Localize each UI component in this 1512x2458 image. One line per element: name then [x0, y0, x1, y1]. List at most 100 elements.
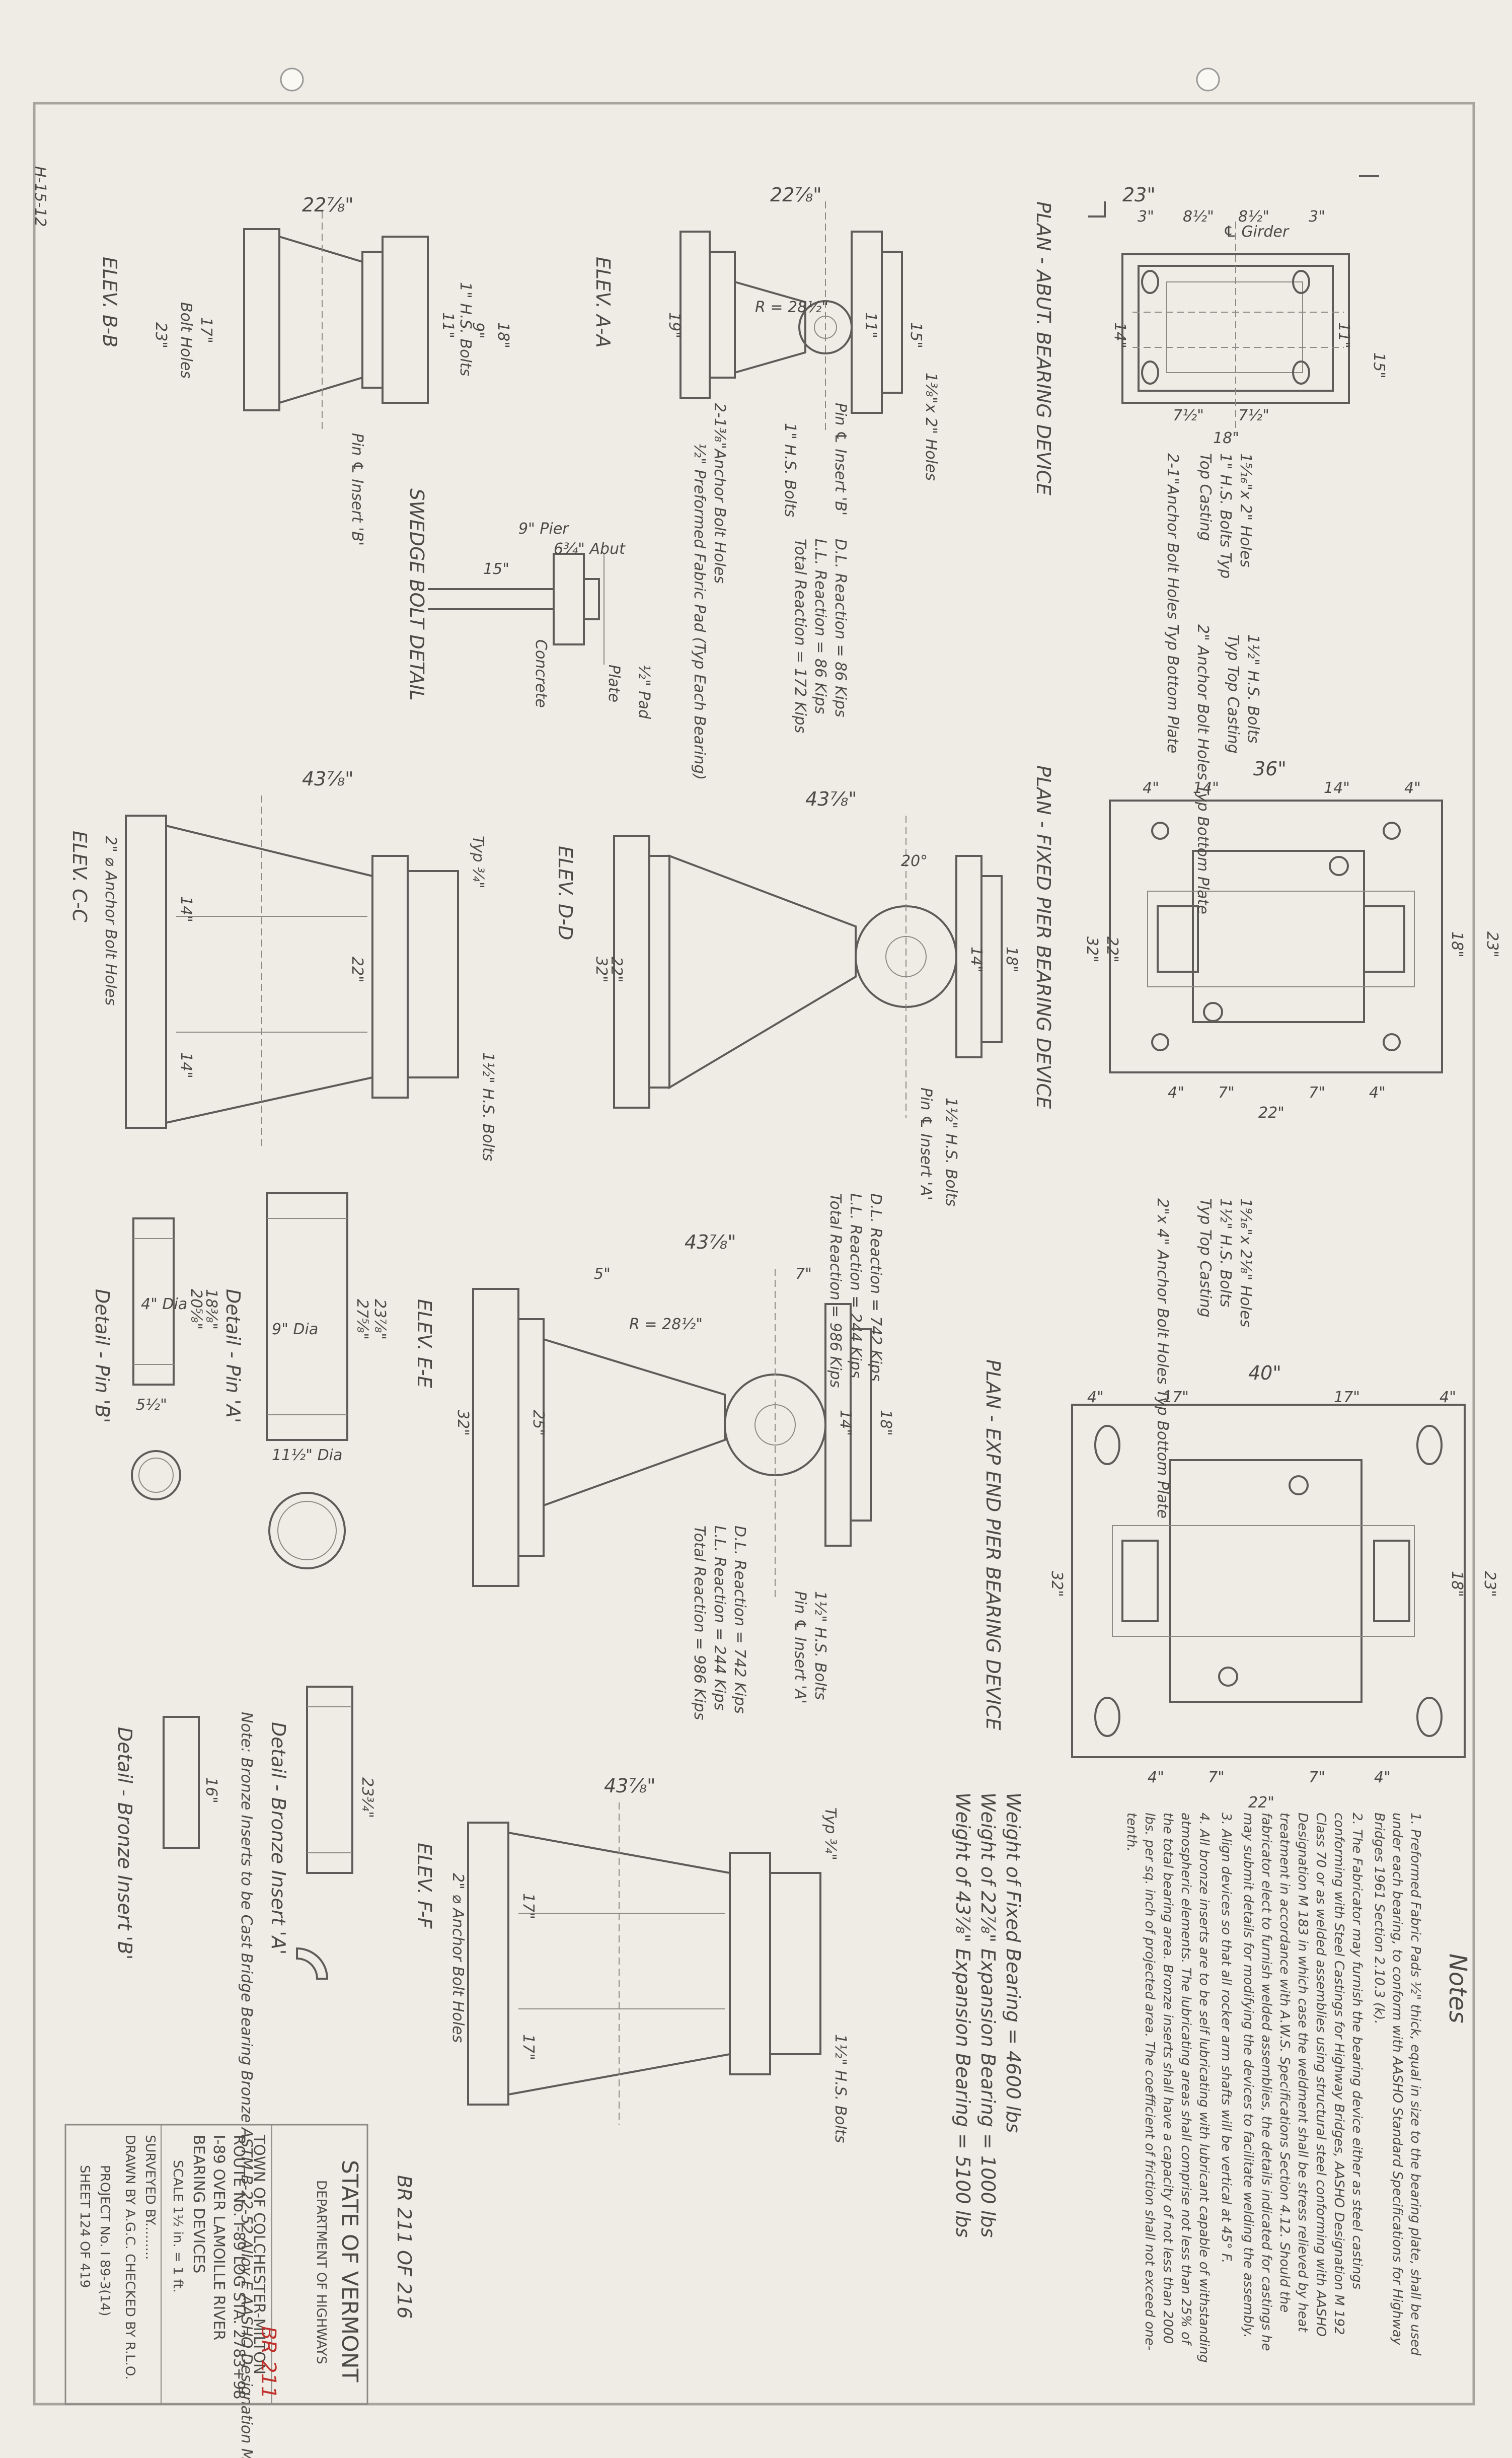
view-title: Detail - Pin 'B' [91, 1289, 113, 1423]
svg-text:9" Dia: 9" Dia [272, 1321, 318, 1338]
svg-text:27⅝": 27⅝" [353, 1299, 371, 1340]
svg-text:Bolt Holes: Bolt Holes [177, 302, 195, 379]
detail-bronze-insert-b: 16" Detail - Bronze Insert 'B' [114, 1716, 329, 1980]
svg-text:Typ Top Casting: Typ Top Casting [1196, 1198, 1214, 1318]
svg-text:17": 17" [197, 317, 215, 343]
svg-text:9": 9" [469, 322, 487, 339]
view-title: ELEV. D-D [554, 846, 576, 940]
view-title: Detail - Bronze Insert 'B' [114, 1727, 136, 1960]
svg-text:ROUTE No. I-89 LOG STA. 278: ROUTE No. I-89 LOG STA. 2783+98 [230, 2135, 248, 2400]
svg-text:4": 4" [1148, 1769, 1164, 1786]
svg-text:3": 3" [1138, 208, 1154, 226]
svg-text:18": 18" [1448, 1571, 1466, 1597]
svg-text:17": 17" [519, 2034, 537, 2060]
svg-text:½" Preformed Fabric Pad (Typ E: ½" Preformed Fabric Pad (Typ Each Bearin… [691, 443, 708, 780]
svg-text:Total Reaction = 172 Kips: Total Reaction = 172 Kips [791, 539, 809, 733]
svg-text:7½": 7½" [1238, 407, 1269, 424]
title-block: STATE OF VERMONT DEPARTMENT OF HIGHWAYS … [64, 2124, 415, 2405]
svg-text:PROJECT No. I 89-3(14): PROJECT No. I 89-3(14) [97, 2165, 112, 2316]
svg-text:22": 22" [1258, 1104, 1284, 1122]
svg-text:8½": 8½" [1238, 208, 1269, 226]
svg-text:43⅞": 43⅞" [805, 788, 857, 810]
svg-text:2" Anchor Bolt Holes Typ Botto: 2" Anchor Bolt Holes Typ Bottom Plate [1194, 624, 1212, 914]
svg-text:7½": 7½" [1173, 407, 1204, 424]
svg-text:SCALE 1½ in. = 1 ft.: SCALE 1½ in. = 1 ft. [170, 2160, 185, 2293]
svg-text:2-1"Anchor Bolt Holes Typ Bott: 2-1"Anchor Bolt Holes Typ Bottom Plate [1164, 453, 1181, 753]
svg-text:9" Pier: 9" Pier [518, 520, 569, 538]
svg-text:BR 211 OF 216: BR 211 OF 216 [393, 2175, 415, 2319]
svg-text:43⅞": 43⅞" [685, 1231, 736, 1253]
svg-text:36": 36" [1253, 758, 1287, 780]
svg-text:½" Pad: ½" Pad [635, 665, 653, 719]
svg-text:Top Casting: Top Casting [1196, 453, 1214, 541]
svg-text:3": 3" [1309, 208, 1325, 226]
svg-text:STATE OF VERMONT: STATE OF VERMONT [337, 2160, 362, 2382]
svg-text:14": 14" [177, 896, 195, 922]
svg-text:D.L. Reaction = 742 Kips: D.L. Reaction = 742 Kips [867, 1193, 884, 1382]
svg-text:1" H.S. Bolts: 1" H.S. Bolts [781, 423, 799, 517]
punch-hole [1196, 67, 1220, 92]
svg-text:5½": 5½" [136, 1396, 167, 1414]
svg-text:7": 7" [1208, 1769, 1225, 1786]
svg-text:22⅞": 22⅞" [302, 194, 354, 216]
svg-text:15": 15" [1370, 352, 1388, 379]
view-title: SWEDGE BOLT DETAIL [406, 488, 428, 701]
svg-text:32": 32" [592, 957, 610, 983]
elev-c-c: 43⅞" ELEV. C-C 22" 14" 14" 2" ⌀ Anchor B… [68, 768, 497, 1161]
svg-text:14": 14" [1324, 779, 1350, 797]
svg-text:22⅞": 22⅞" [770, 184, 822, 206]
svg-text:25": 25" [530, 1410, 547, 1436]
svg-text:22": 22" [608, 957, 625, 983]
svg-text:4": 4" [1087, 1389, 1104, 1406]
view-title: ELEV. F-F [413, 1843, 435, 1929]
svg-text:4": 4" [1404, 779, 1421, 797]
svg-text:4": 4" [1168, 1084, 1184, 1102]
svg-text:1" H.S. Bolts Typ: 1" H.S. Bolts Typ [1217, 453, 1234, 579]
svg-text:Weight of Fixed Bearing = 4600: Weight of Fixed Bearing = 4600 lbs [1002, 1792, 1024, 2133]
svg-text:7": 7" [1309, 1769, 1325, 1786]
svg-text:4": 4" [1374, 1769, 1391, 1786]
svg-text:4": 4" [1440, 1389, 1456, 1406]
svg-text:4": 4" [1143, 779, 1159, 797]
svg-text:11": 11" [1335, 322, 1352, 348]
svg-text:19": 19" [665, 312, 683, 338]
svg-text:7": 7" [1218, 1084, 1235, 1102]
svg-text:15": 15" [483, 560, 509, 578]
svg-text:14": 14" [837, 1410, 854, 1436]
svg-text:5": 5" [594, 1265, 611, 1283]
svg-text:2" ⌀ Anchor Bolt Holes: 2" ⌀ Anchor Bolt Holes [102, 836, 119, 1005]
notes: Notes 1. Preformed Fabric Pads ½" thick,… [1124, 1813, 1472, 2363]
plan-abut-bearing: 23" 8½" 8½" 3" 3" ℄ Girder 15" 11" 14" 7… [1032, 175, 1388, 753]
view-title: PLAN - ABUT. BEARING DEVICE [1032, 201, 1054, 495]
svg-text:1½" H.S. Bolts: 1½" H.S. Bolts [942, 1098, 960, 1206]
view-title: ELEV. B-B [99, 257, 121, 347]
svg-text:2"x 4" Anchor Bolt Holes Typ B: 2"x 4" Anchor Bolt Holes Typ Bottom Plat… [1154, 1198, 1171, 1519]
svg-text:1½" H.S. Bolts: 1½" H.S. Bolts [811, 1591, 829, 1700]
svg-text:Weight of 43⅞" Expansion Beari: Weight of 43⅞" Expansion Bearing = 5100 … [952, 1792, 974, 2237]
detail-pin-a: 9" Dia 11½" Dia 27⅝" 23⅞" Detail - Pin '… [222, 1192, 389, 1569]
svg-text:I-89 OVER LAMOILLE RIVER: I-89 OVER LAMOILLE RIVER [210, 2135, 228, 2341]
svg-text:14": 14" [967, 947, 985, 973]
elev-d-d: 43⅞" ELEV. D-D 20° 32" 22" 14" 18" 1½" H… [554, 788, 1020, 1388]
view-title: PLAN - EXP END PIER BEARING DEVICE [982, 1359, 1004, 1730]
svg-text:1½" H.S. Bolts: 1½" H.S. Bolts [479, 1052, 497, 1161]
svg-text:Plate: Plate [605, 665, 623, 702]
svg-text:8½": 8½" [1183, 208, 1214, 226]
svg-text:2-1⅜"Anchor Bolt Holes: 2-1⅜"Anchor Bolt Holes [711, 403, 728, 584]
plan-exp-end-pier-bearing: 40" 4" 17" 17" 4" 32" 23" 18" 4" 7" 7" 4… [982, 1198, 1498, 1812]
svg-text:1⁵⁄₁₆"x 2" Holes: 1⁵⁄₁₆"x 2" Holes [1237, 453, 1254, 567]
svg-text:1½" H.S. Bolts: 1½" H.S. Bolts [1217, 1198, 1234, 1307]
svg-text:14": 14" [177, 1052, 195, 1078]
view-title: ELEV. A-A [592, 257, 614, 348]
detail-pin-b: 4" Dia 20⅝" 18⅜" 5½" Detail - Pin 'B' [91, 1217, 220, 1500]
svg-text:23": 23" [152, 322, 170, 348]
svg-text:Total Reaction = 986 Kips: Total Reaction = 986 Kips [826, 1193, 844, 1388]
note-1: 1. Preformed Fabric Pads ½" thick, equal… [1372, 1813, 1423, 2356]
svg-text:32": 32" [454, 1410, 472, 1436]
svg-text:43⅞": 43⅞" [302, 768, 354, 790]
svg-text:R = 28½": R = 28½" [755, 299, 828, 316]
svg-text:1⅜"x 2" Holes: 1⅜"x 2" Holes [922, 373, 940, 481]
svg-text:17": 17" [1334, 1389, 1360, 1406]
svg-text:1" H.S. Bolts: 1" H.S. Bolts [457, 282, 474, 376]
